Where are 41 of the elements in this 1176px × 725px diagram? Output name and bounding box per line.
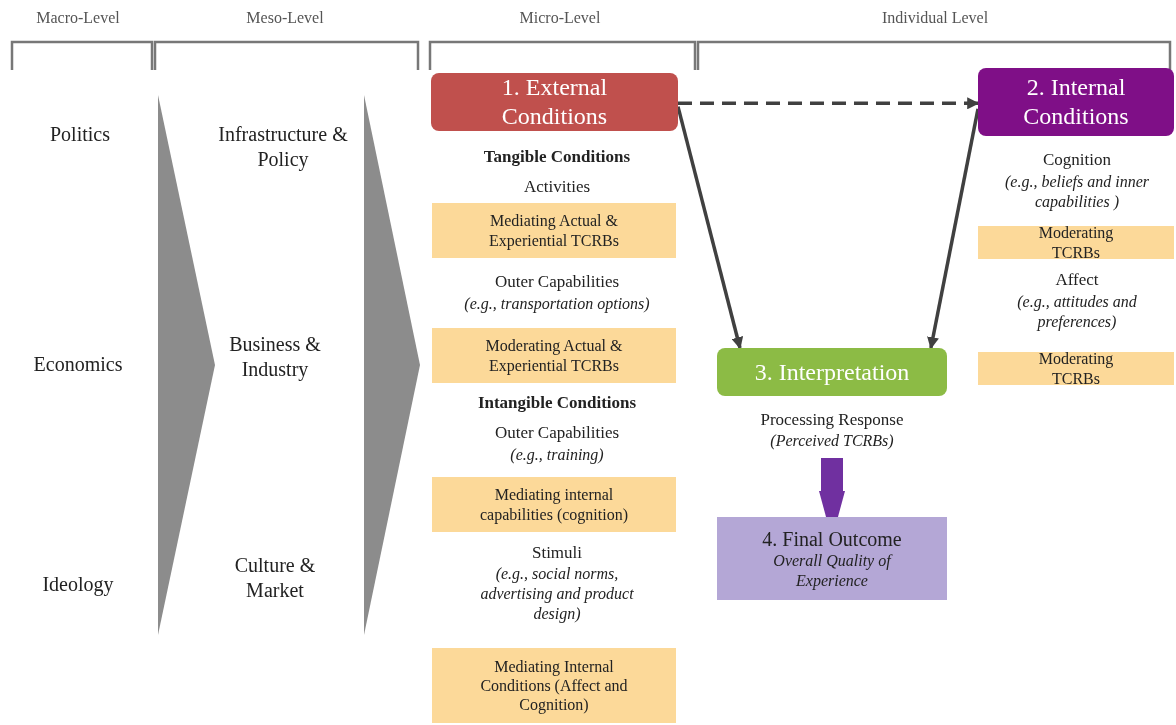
section-heading: Tangible Conditions bbox=[482, 146, 632, 168]
tcrb-box: Mediating internal capabilities (cognition) bbox=[432, 477, 676, 532]
arrow bbox=[927, 108, 980, 350]
arrow bbox=[676, 106, 744, 350]
level-heading: Individual Level bbox=[880, 8, 990, 28]
example-note: (e.g., attitudes and preferences) bbox=[1016, 292, 1138, 332]
level-heading: Macro-Level bbox=[35, 8, 121, 28]
outcome-box bbox=[717, 517, 947, 600]
example-note: (Perceived TCRBs) bbox=[770, 430, 894, 450]
row-label: Infrastructure & Policy bbox=[217, 122, 349, 172]
condition-box: 3. Interpretation bbox=[717, 348, 947, 396]
condition-box: 1. External Conditions bbox=[431, 73, 678, 131]
text-label: Cognition bbox=[1042, 149, 1112, 171]
example-note: (e.g., training) bbox=[509, 445, 605, 465]
tcrb-box: Moderating TCRBs bbox=[978, 226, 1174, 259]
text-label: Outer Capabilities bbox=[493, 271, 621, 293]
tcrb-box: Moderating TCRBs bbox=[978, 352, 1174, 385]
dashed-arrow bbox=[678, 97, 980, 110]
tcrb-box: Mediating Internal Conditions (Affect and Cognition) bbox=[432, 648, 676, 723]
text-label: Affect bbox=[1054, 269, 1100, 291]
box-title: 4. Final Outcome bbox=[762, 527, 902, 552]
level-heading: Meso-Level bbox=[245, 8, 325, 28]
example-note: (e.g., transportation options) bbox=[463, 294, 651, 314]
row-label: Culture & Market bbox=[233, 553, 317, 603]
row-label: Economics bbox=[32, 352, 124, 377]
text-label: Outer Capabilities bbox=[493, 422, 621, 444]
response-label: Processing Response bbox=[760, 410, 904, 431]
block-arrow bbox=[819, 458, 845, 517]
tcrb-box: Moderating Actual & Experiential TCRBs bbox=[432, 328, 676, 383]
example-note: (e.g., social norms, advertising and product design) bbox=[479, 564, 635, 624]
example-note: (e.g., beliefs and inner capabilities ) bbox=[1004, 172, 1150, 212]
tcrb-box: Mediating Actual & Experiential TCRBs bbox=[432, 203, 676, 258]
section-heading: Intangible Conditions bbox=[476, 392, 638, 414]
row-label: Business & Industry bbox=[228, 332, 322, 382]
row-label: Politics bbox=[49, 122, 111, 147]
row-label: Ideology bbox=[41, 572, 115, 597]
example-note: Overall Quality of Experience bbox=[772, 551, 894, 590]
text-label: Stimuli bbox=[530, 542, 584, 564]
text-label: Activities bbox=[522, 176, 592, 198]
level-heading: Micro-Level bbox=[518, 8, 602, 28]
condition-box: 2. Internal Conditions bbox=[978, 68, 1174, 136]
